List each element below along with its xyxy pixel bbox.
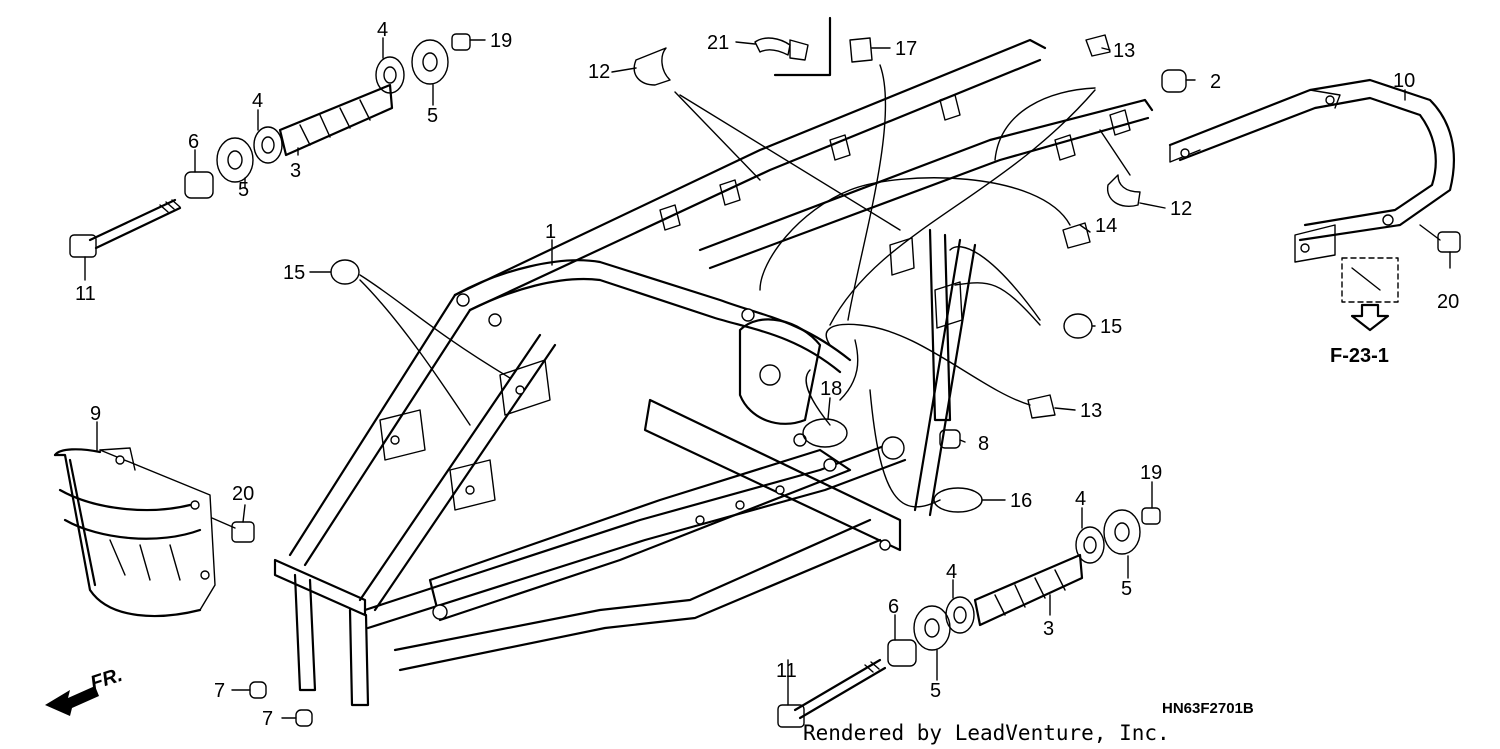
callout-11-upper: 11 [75, 283, 96, 305]
callout-21: 21 [707, 32, 729, 54]
leader-lines [359, 64, 1131, 508]
callout-18: 18 [820, 378, 842, 400]
callout-16: 16 [1010, 490, 1032, 512]
front-direction-indicator: FR. [45, 664, 125, 716]
callout-7-a: 7 [214, 680, 225, 702]
callout-4-lower-a: 4 [946, 561, 957, 583]
callout-5-lower-a: 5 [930, 680, 941, 702]
main-frame [273, 38, 1154, 707]
callout-4-upper-a: 4 [252, 90, 263, 112]
diagram-code: HN63F2701B [1162, 700, 1254, 717]
render-credit: Rendered by LeadVenture, Inc. [803, 721, 1170, 745]
callout-2: 2 [1210, 71, 1221, 93]
callout-5-upper-b: 5 [427, 105, 438, 127]
callout-1: 1 [545, 221, 556, 243]
callout-20-left: 20 [232, 483, 254, 505]
rear-carrier [1168, 78, 1456, 263]
callout-leaders [84, 37, 1451, 719]
callout-3-lower: 3 [1043, 618, 1054, 640]
callout-15-right: 15 [1100, 316, 1122, 338]
callout-11-lower: 11 [776, 660, 797, 682]
callout-labels: 1 2 3 3 4 4 4 4 5 5 5 5 6 6 7 7 8 9 10 1… [75, 19, 1459, 730]
callout-10: 10 [1393, 70, 1415, 92]
callout-14: 14 [1095, 215, 1117, 237]
callout-3-upper: 3 [290, 160, 301, 182]
callout-17: 17 [895, 38, 917, 60]
upper-shaft-assembly [69, 33, 471, 258]
callout-8: 8 [978, 433, 989, 455]
callout-19-lower: 19 [1140, 462, 1162, 484]
callout-12-right: 12 [1170, 198, 1192, 220]
callout-20-right: 20 [1437, 291, 1459, 313]
callout-13-upper: 13 [1113, 40, 1135, 62]
callout-12-upper: 12 [588, 61, 610, 83]
callout-9: 9 [90, 403, 101, 425]
callout-6-lower: 6 [888, 596, 899, 618]
callout-6-upper: 6 [188, 131, 199, 153]
callout-7-b: 7 [262, 708, 273, 730]
front-direction-label: FR. [88, 664, 125, 695]
callout-5-lower-b: 5 [1121, 578, 1132, 600]
callout-4-upper-b: 4 [377, 19, 388, 41]
lower-shaft-assembly [777, 507, 1161, 728]
callout-4-lower-b: 4 [1075, 488, 1086, 510]
callout-5-upper-a: 5 [238, 179, 249, 201]
front-guard [53, 447, 216, 618]
front-arrow-icon [45, 686, 99, 716]
callout-13-lower: 13 [1080, 400, 1102, 422]
reference-label[interactable]: F-23-1 [1330, 345, 1389, 367]
callout-15-left: 15 [283, 262, 305, 284]
callout-19-upper: 19 [490, 30, 512, 52]
